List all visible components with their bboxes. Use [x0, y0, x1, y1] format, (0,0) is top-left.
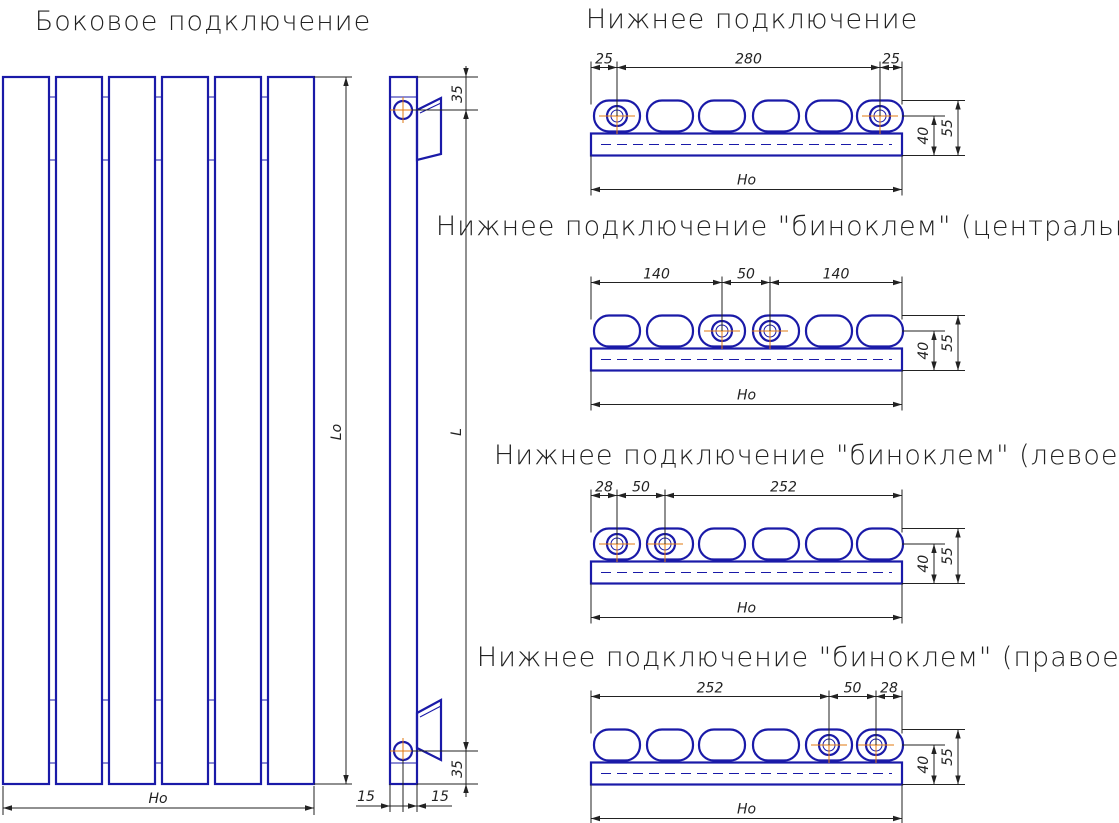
bottom-collector	[589, 560, 904, 585]
height-55-label: 55	[940, 334, 956, 352]
section-oval	[697, 527, 747, 561]
side-bottom-offset-label: 35	[450, 760, 466, 778]
width-label: Ho	[737, 388, 756, 404]
section-oval	[804, 527, 854, 561]
section-oval	[751, 99, 801, 133]
side-profile-dimensions: 35 L 35 15 15	[356, 66, 478, 812]
side-axis-length-label: Lo	[329, 424, 345, 440]
section-oval	[751, 527, 801, 561]
height-40-label: 40	[916, 555, 932, 573]
dimension-value: 50	[844, 681, 862, 697]
side-total-length-label: L	[449, 428, 465, 436]
dimension-value: 280	[735, 52, 762, 68]
section-oval	[697, 99, 747, 133]
section-oval	[592, 728, 642, 762]
dimension-value: 140	[823, 267, 850, 283]
dimension-value: 140	[643, 267, 670, 283]
section-oval	[645, 99, 695, 133]
section-oval	[645, 314, 695, 348]
section-oval	[855, 527, 905, 561]
title-side-connection: Боковое подключение	[35, 6, 371, 37]
side-front-view	[1, 75, 316, 786]
side-width-label: Ho	[148, 791, 167, 807]
height-40-label: 40	[916, 342, 932, 360]
dimension-value: 252	[770, 480, 797, 496]
title-bino-left: Нижнее подключение "биноклем" (левое)	[494, 440, 1119, 471]
width-label: Ho	[737, 173, 756, 189]
dimension-value: 28	[880, 681, 898, 697]
dimension-value: 252	[697, 681, 724, 697]
section-oval	[751, 728, 801, 762]
side-depth-left-label: 15	[357, 789, 375, 805]
height-55-label: 55	[940, 748, 956, 766]
title-bino-right: Нижнее подключение "биноклем" (правое)	[477, 642, 1119, 673]
side-axis-length-dimension: Lo	[314, 76, 352, 785]
section-oval	[645, 728, 695, 762]
height-40-label: 40	[916, 127, 932, 145]
width-label: Ho	[737, 601, 756, 617]
height-40-label: 40	[916, 756, 932, 774]
side-width-dimension: Ho	[2, 786, 315, 815]
dimension-value: 28	[595, 480, 613, 496]
dimension-value: 25	[595, 52, 613, 68]
bottom-collector	[589, 347, 904, 372]
section-oval	[697, 728, 747, 762]
side-depth-right-label: 15	[431, 789, 449, 805]
width-label: Ho	[737, 802, 756, 818]
bottom-collector	[589, 132, 904, 157]
dimension-value: 50	[737, 267, 755, 283]
section-oval	[592, 314, 642, 348]
height-55-label: 55	[940, 547, 956, 565]
title-bottom-connection: Нижнее подключение	[586, 4, 918, 35]
section-oval	[804, 314, 854, 348]
height-55-label: 55	[940, 119, 956, 137]
section-oval	[855, 314, 905, 348]
side-top-offset-label: 35	[450, 85, 466, 103]
section-oval	[804, 99, 854, 133]
side-profile-view	[388, 75, 443, 786]
dimension-value: 25	[882, 52, 900, 68]
dimension-value: 50	[632, 480, 650, 496]
title-bino-center: Нижнее подключение "биноклем" (центральн…	[436, 211, 1119, 242]
bottom-collector	[589, 761, 904, 786]
